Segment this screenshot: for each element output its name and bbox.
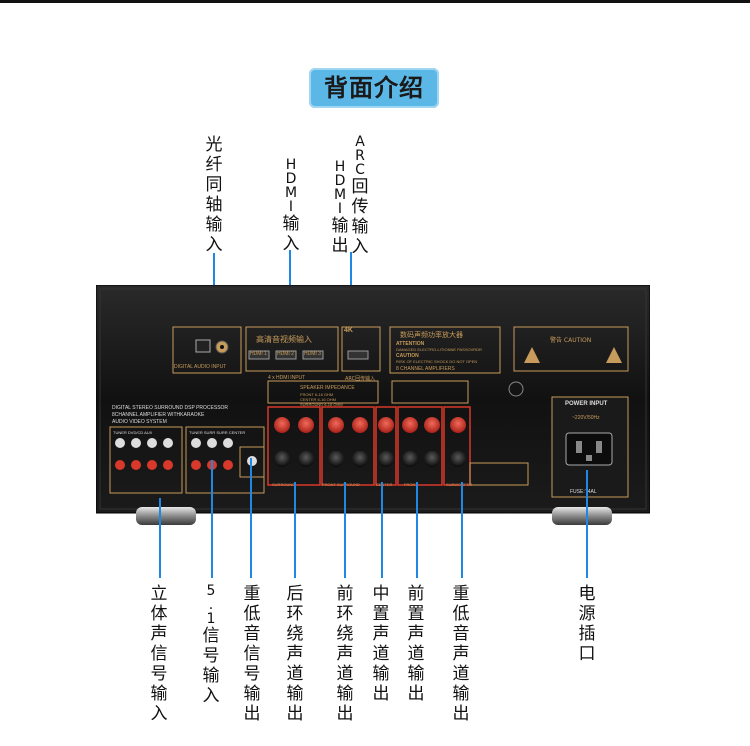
right-foot xyxy=(552,507,612,525)
stereo-signal-input-label: 立体声信号输入 xyxy=(150,584,168,724)
arc-badge: 4K xyxy=(344,327,353,334)
speaker-impedance-title: SPEAKER IMPEDANCE xyxy=(300,385,355,391)
speaker-row-1: FRONT 6-16 OHM xyxy=(300,392,334,397)
speaker-label-subwoofer: SUBWOOFER xyxy=(446,482,473,487)
amp-channels: 8 CHANNEL AMPLIFIERS xyxy=(396,366,455,372)
attention-line-4: RISK OF ELECTRIC SHOCK DO NOT OPEN xyxy=(396,359,478,364)
input-group-2: TUNER SURR SURR CENTER xyxy=(189,430,246,435)
speaker-row-2: CENTER 6-16 OHM xyxy=(300,397,337,402)
amplifier-rear-panel xyxy=(96,285,650,525)
speaker-label-front-surround: FRONT SURROUND xyxy=(322,482,360,487)
subwoofer-signal-output-label: 重低音信号输出 xyxy=(243,584,261,724)
power-socket-label: 电源插口 xyxy=(578,584,596,664)
dsp-line-3: AUDIO VIDEO SYSTEM xyxy=(112,419,167,425)
input-group-1: TUNER DVD/CD AUX xyxy=(113,430,153,435)
page-title: 背面介绍 xyxy=(324,74,424,102)
top-border xyxy=(0,0,750,3)
rear-surround-pointer-line xyxy=(294,482,296,578)
hdmi-panel-header: 高清音视频输入 xyxy=(256,335,312,344)
attention-line-1: ATTENTION xyxy=(396,341,425,347)
optical-coax-input-label: 光纤同轴输入 xyxy=(205,135,223,255)
arc-caption: ARC回传输入 xyxy=(345,376,376,382)
dsp-line-2: 8CHANNEL AMPLIFIER WITHKARAOKE xyxy=(112,412,205,418)
subwoofer-signal-pointer-line xyxy=(250,458,252,578)
speaker-label-center: CENTER xyxy=(376,482,393,487)
center-pointer-line xyxy=(381,482,383,578)
hdmi-port-1-label: HDMI 1 xyxy=(250,351,267,357)
fuse-spec: FUSE:T4AL xyxy=(570,489,597,495)
power-spec: ~220V/50Hz xyxy=(572,415,600,421)
front-surround-pointer-line xyxy=(344,482,346,578)
speaker-label-surround: SURROUND xyxy=(272,482,296,487)
amp-title: 数码声频功率放大器 xyxy=(400,331,463,339)
speaker-terminals xyxy=(274,417,466,467)
rear-surround-output-label: 后环绕声道输出 xyxy=(286,584,304,724)
left-foot xyxy=(136,507,196,525)
title-badge: 背面介绍 xyxy=(309,68,439,108)
speaker-row-3: SURROUND 6-16 OHM xyxy=(300,402,343,407)
subwoofer-output-label: 重低音声道输出 xyxy=(452,584,470,724)
dsp-line-1: DIGITAL STEREO SURROUND DSP PROCESSOR xyxy=(112,405,229,411)
power-input-title: POWER INPUT xyxy=(565,401,608,407)
caution-title: 警告 CAUTION xyxy=(550,337,592,344)
center-channel-output-label: 中置声道输出 xyxy=(372,584,390,704)
front-pointer-line xyxy=(416,482,418,578)
attention-line-2: DAMAGED ELECTRO-LITIONNE PASSOVRDR xyxy=(396,347,482,352)
attention-line-3: CAUTION xyxy=(396,353,419,359)
optical-panel-label: DIGITAL AUDIO INPUT xyxy=(174,364,227,370)
surround51-pointer-line xyxy=(211,460,213,578)
front-surround-output-label: 前环绕声道输出 xyxy=(336,584,354,724)
stereo-pointer-line xyxy=(159,498,161,578)
subwoofer-pointer-line xyxy=(461,482,463,578)
hdmi-port-3-label: HDMI 3 xyxy=(304,351,321,357)
hdmi-port-2-label: HDMI 2 xyxy=(277,351,294,357)
front-channel-output-label: 前置声道输出 xyxy=(407,584,425,704)
power-pointer-line xyxy=(586,470,588,578)
hdmi-caption: 4 x HDMI INPUT xyxy=(268,375,306,381)
speaker-label-front: FRONT xyxy=(404,482,418,487)
